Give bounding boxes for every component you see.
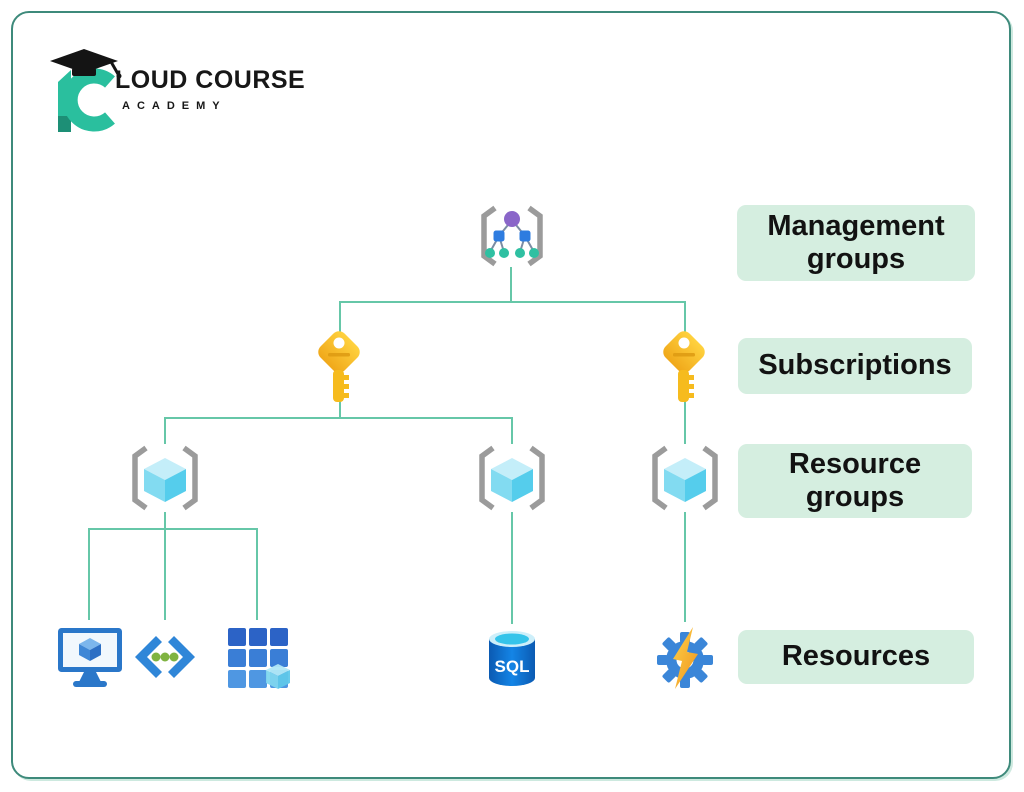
connector-line <box>88 528 258 530</box>
connector-line <box>164 417 166 444</box>
outer-frame <box>11 11 1011 779</box>
connector-line <box>511 417 513 444</box>
sql-database-icon: SQL <box>489 631 535 686</box>
connector-line <box>256 528 258 620</box>
label-resource-groups: Resource groups <box>738 444 972 518</box>
lightning-bolt <box>673 627 698 689</box>
resource-group-icon <box>479 445 545 511</box>
subscription-key-icon <box>318 331 360 402</box>
automation-gear-icon <box>657 627 713 689</box>
connector-line <box>684 512 686 622</box>
brand-logo: LOUD COURSE ACADEMY <box>30 40 305 140</box>
connector-line <box>684 401 686 444</box>
resource-group-icon <box>652 445 718 511</box>
label-management-groups: Management groups <box>737 205 975 281</box>
virtual-machine-icon <box>58 628 122 687</box>
connector-line <box>511 512 513 624</box>
connector-line <box>164 528 166 620</box>
brand-c <box>62 68 115 132</box>
sql-text: SQL <box>495 657 530 676</box>
connector-line <box>684 301 686 332</box>
brand-title: LOUD COURSE <box>115 66 306 94</box>
brand-bar-shade <box>58 116 71 132</box>
grid-service-icon <box>228 628 290 689</box>
subscription-key-icon <box>663 331 705 402</box>
connector-line <box>339 301 686 303</box>
connector-line <box>339 401 341 419</box>
api-code-icon <box>135 636 195 678</box>
connector-line <box>510 267 512 303</box>
graduation-cap-icon <box>50 49 122 79</box>
brand-subtitle: ACADEMY <box>122 100 227 112</box>
connector-line <box>339 301 341 332</box>
brand-glyph-icon <box>50 49 122 132</box>
cube-overlay <box>266 664 290 689</box>
connector-line <box>88 528 90 620</box>
connector-line <box>164 512 166 530</box>
resource-group-icon <box>132 445 198 511</box>
connector-line <box>164 417 513 419</box>
label-subscriptions: Subscriptions <box>738 338 972 394</box>
label-resources: Resources <box>738 630 974 684</box>
management-group-icon <box>481 205 543 267</box>
